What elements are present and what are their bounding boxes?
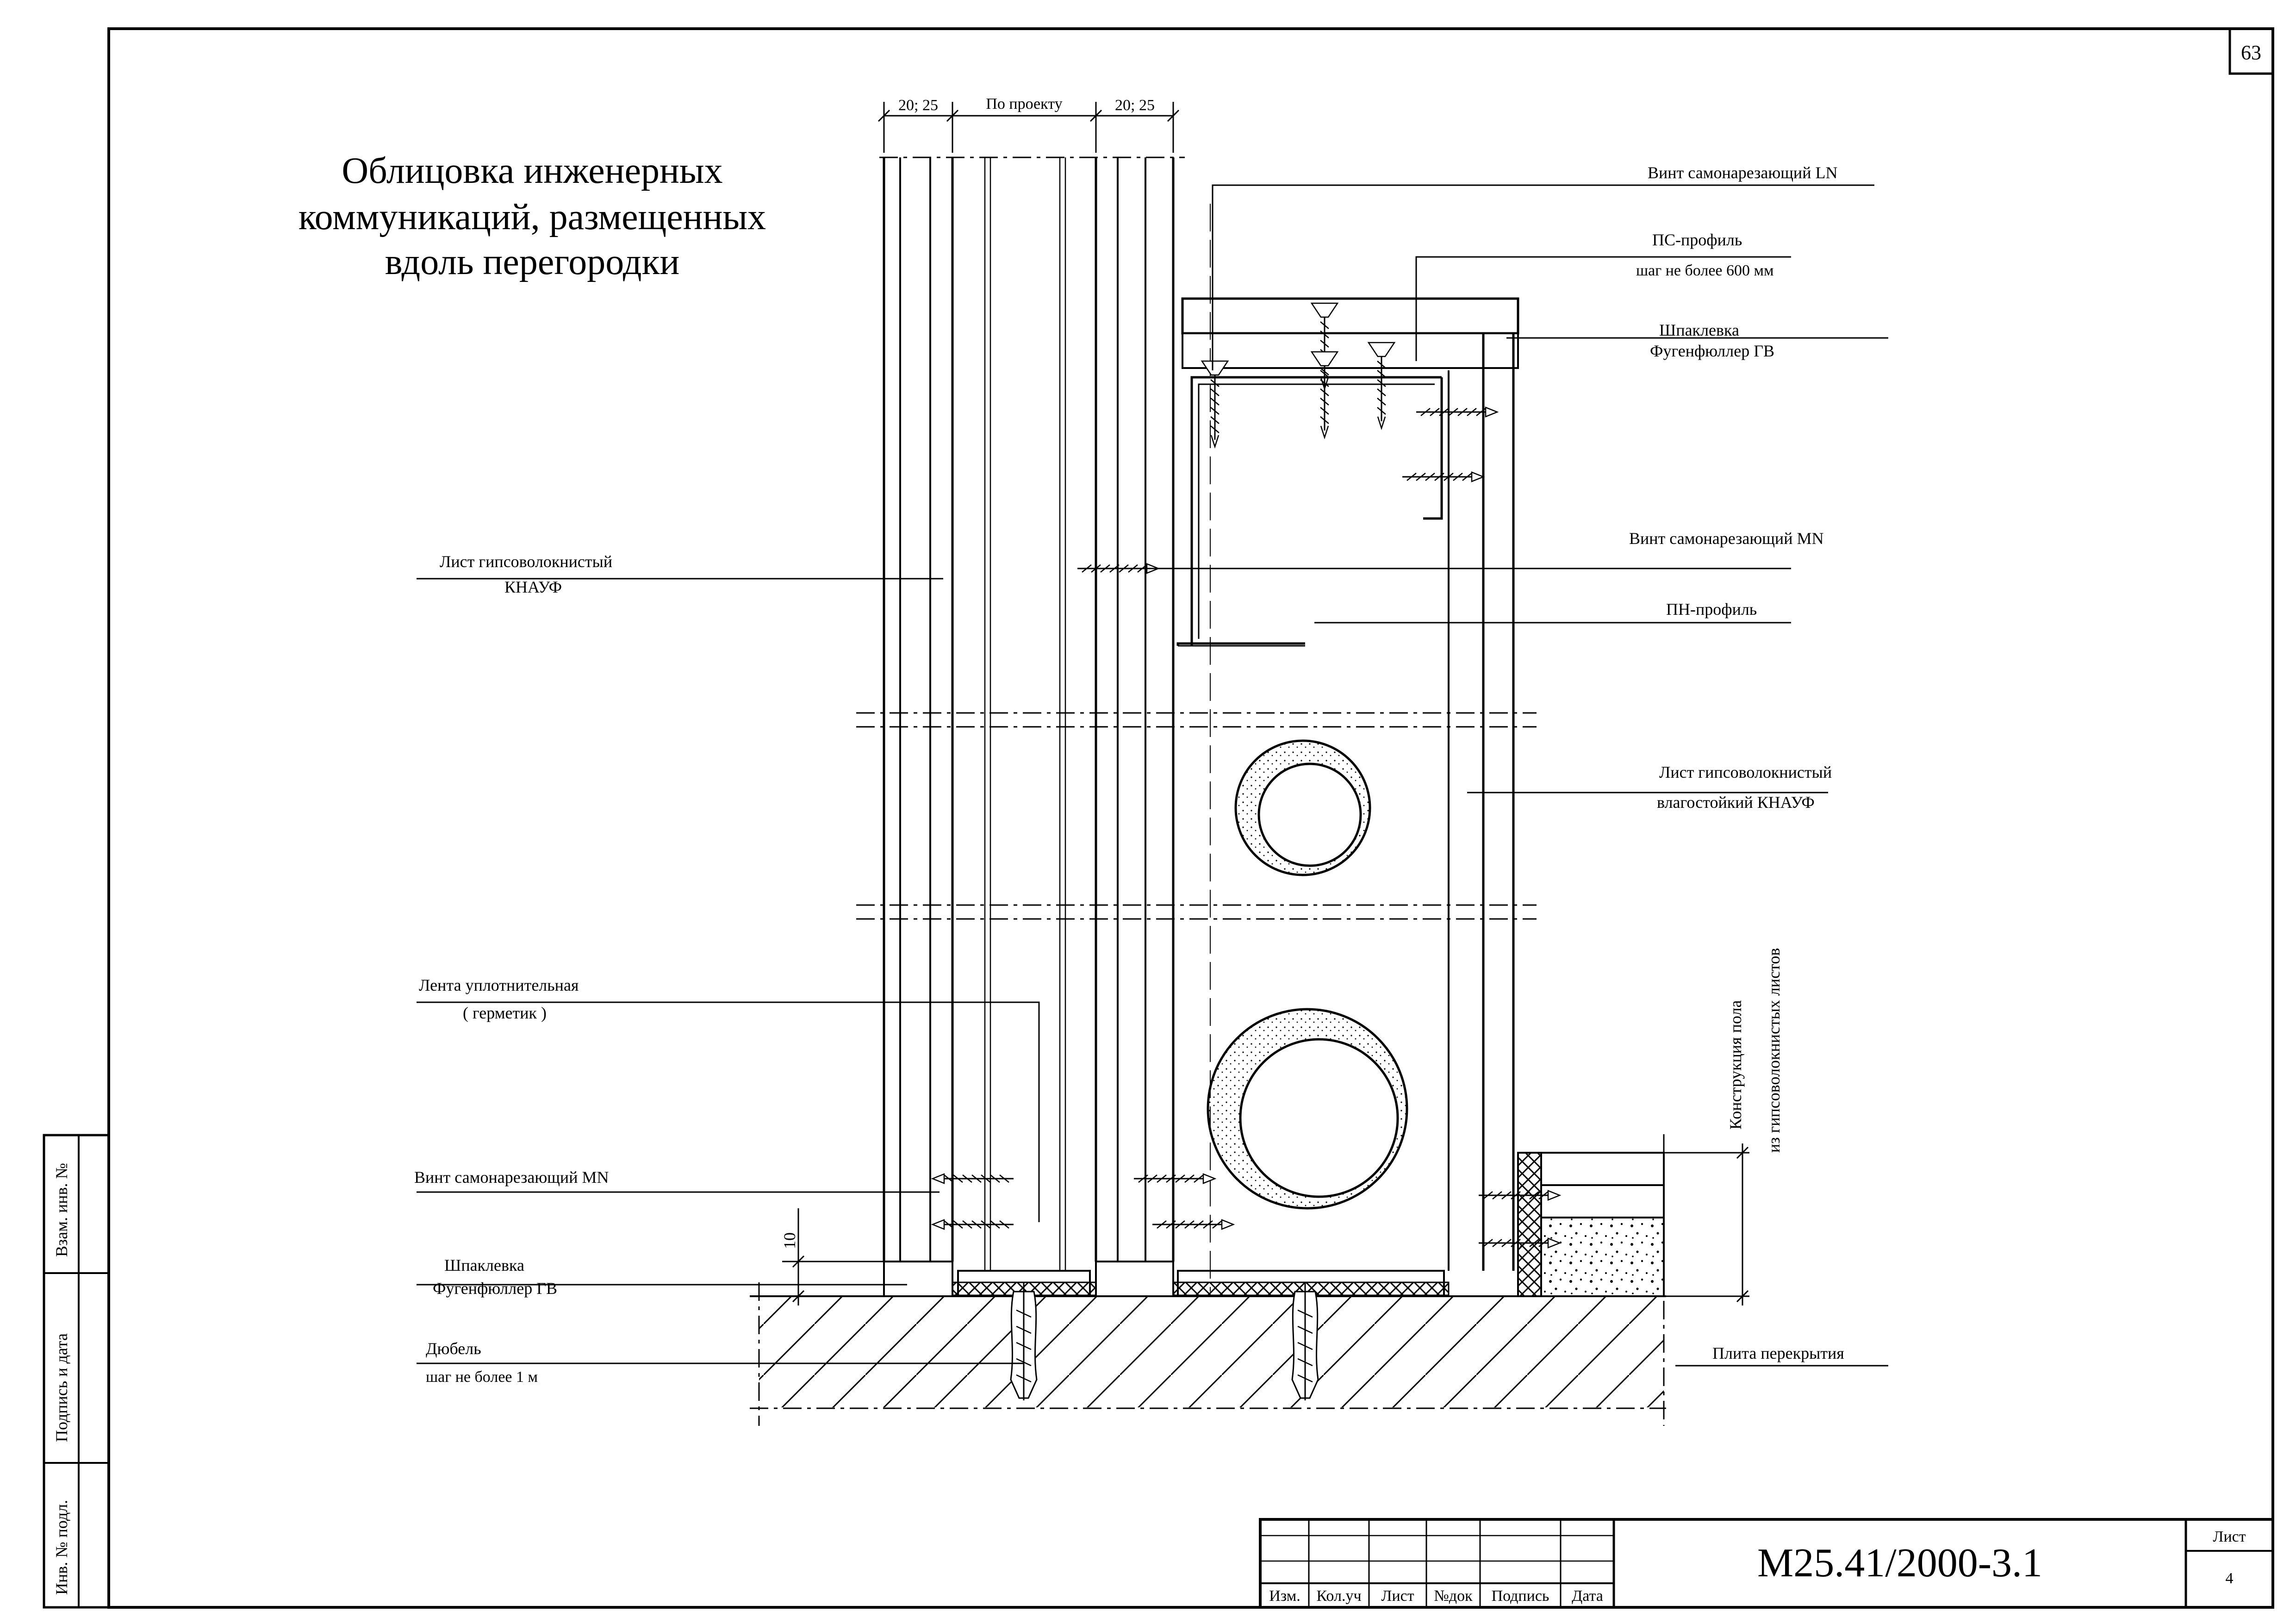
label-dowel-1: Дюбель bbox=[426, 1339, 481, 1358]
title-line-2: коммуникаций, размещенных bbox=[299, 197, 766, 237]
label-screw-mn-right: Винт самонарезающий MN bbox=[1629, 529, 1823, 548]
label-dowel-2: шаг не более 1 м bbox=[426, 1368, 538, 1386]
label-gvl-left-1: Лист гипсоволокнистый bbox=[440, 552, 612, 571]
title-line-3: вдоль перегородки bbox=[385, 242, 680, 282]
side-stamp-inv: Инв. № подл. bbox=[52, 1500, 71, 1595]
dim-right: 20; 25 bbox=[1115, 97, 1155, 114]
sheet-label: Лист bbox=[2213, 1528, 2246, 1545]
side-stamp-sign-date: Подпись и дата bbox=[52, 1333, 71, 1442]
label-putty-bottom-2: Фугенфюллер ГВ bbox=[433, 1279, 557, 1298]
label-tape-2: ( герметик ) bbox=[463, 1004, 547, 1022]
col-izm: Изм. bbox=[1269, 1587, 1300, 1605]
lining-frame bbox=[1172, 204, 1519, 1296]
dim-middle: По проекту bbox=[986, 95, 1062, 112]
label-tape-1: Лента уплотнительная bbox=[419, 976, 579, 994]
title-block: Изм. Кол.уч Лист №док Подпись Дата М25.4… bbox=[1259, 1518, 2274, 1609]
label-pn-profile: ПН-профиль bbox=[1666, 600, 1757, 618]
callouts: Винт самонарезающий LN ПС-профиль шаг не… bbox=[414, 163, 1844, 1386]
gap-dimension-value: 10 bbox=[780, 1232, 799, 1249]
label-putty-top-1: Шпаклевка bbox=[1659, 321, 1739, 339]
side-stamp: Взам. инв. № Подпись и дата Инв. № подл. bbox=[43, 1134, 110, 1609]
label-gvl-right-2: влагостойкий КНАУФ bbox=[1657, 793, 1815, 812]
partition-wall bbox=[879, 156, 1185, 1297]
drawing-title: Облицовка инженерных коммуникаций, разме… bbox=[299, 150, 766, 282]
label-floor-2: из гипсоволокнистых листов bbox=[1765, 948, 1783, 1153]
page-number-box bbox=[2228, 27, 2274, 75]
page-number: 63 bbox=[2241, 41, 2261, 64]
label-screw-ln: Винт самонарезающий LN bbox=[1648, 163, 1837, 182]
dim-left: 20; 25 bbox=[898, 97, 938, 114]
side-stamp-swap: Взам. инв. № bbox=[52, 1163, 71, 1257]
label-gvl-right-1: Лист гипсоволокнистый bbox=[1659, 763, 1832, 781]
floor-slab bbox=[750, 1134, 1666, 1426]
leader-lines bbox=[417, 184, 1888, 1367]
document-code: М25.41/2000-3.1 bbox=[1757, 1541, 2042, 1586]
label-gvl-left-2: КНАУФ bbox=[504, 578, 562, 596]
label-screw-mn-left: Винт самонарезающий MN bbox=[414, 1168, 609, 1187]
label-ps-profile: ПС-профиль bbox=[1652, 231, 1742, 249]
col-kol: Кол.уч bbox=[1316, 1587, 1361, 1605]
floor-construction bbox=[1517, 1143, 1749, 1305]
pipe-small bbox=[1234, 739, 1371, 876]
col-list: Лист bbox=[1381, 1587, 1414, 1605]
title-line-1: Облицовка инженерных bbox=[342, 150, 722, 191]
gap-dimension bbox=[782, 1208, 884, 1305]
col-sign: Подпись bbox=[1492, 1587, 1549, 1605]
col-ndoc: №док bbox=[1434, 1587, 1473, 1605]
label-slab: Плита перекрытия bbox=[1712, 1344, 1844, 1362]
col-date: Дата bbox=[1572, 1587, 1603, 1605]
sheet-value: 4 bbox=[2226, 1570, 2234, 1587]
label-putty-top-2: Фугенфюллер ГВ bbox=[1650, 342, 1774, 360]
pipe-large bbox=[1207, 1008, 1408, 1210]
label-putty-bottom-1: Шпаклевка bbox=[444, 1256, 524, 1274]
top-dimensions bbox=[877, 102, 1180, 153]
label-floor-1: Конструкция пола bbox=[1726, 1000, 1745, 1130]
break-lines bbox=[856, 712, 1537, 920]
outer-frame bbox=[107, 27, 2274, 1609]
label-ps-step: шаг не более 600 мм bbox=[1636, 262, 1774, 279]
